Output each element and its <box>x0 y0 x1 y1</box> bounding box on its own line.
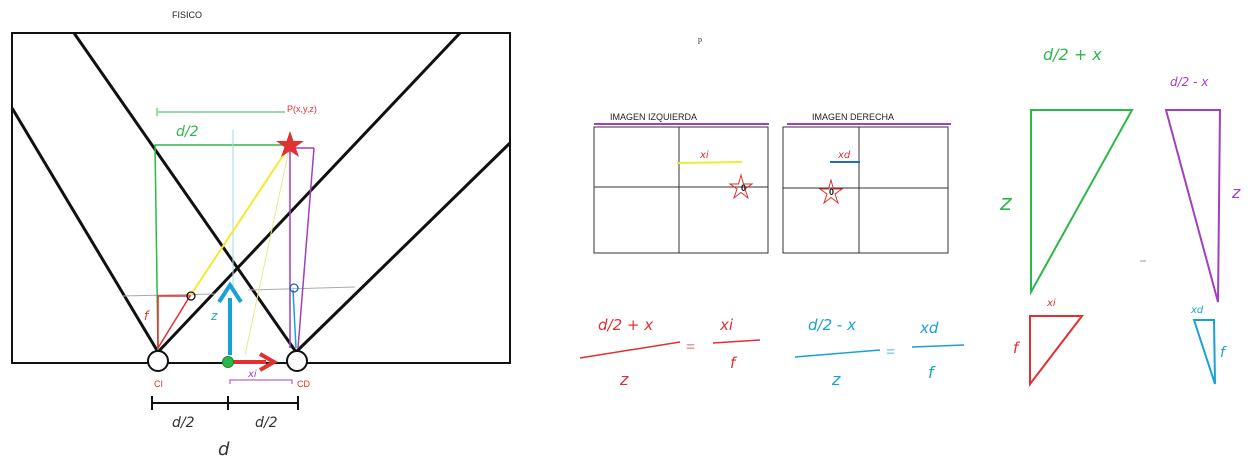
yellow-ray <box>189 144 291 297</box>
left-image-frame <box>593 126 769 254</box>
right-camera <box>286 350 308 372</box>
purple-triangle-top-label: d/2 - x <box>1170 75 1209 89</box>
half-base-left-label: d/2 <box>172 415 195 431</box>
physical-scene: FISICO d/2 f P(x,y,z) <box>10 10 512 460</box>
green-triangle <box>1030 109 1134 296</box>
red-focal-triangle <box>157 295 192 349</box>
right-eq-denominator: z <box>831 370 841 389</box>
left-image-point <box>186 291 196 301</box>
z-axis-arrowhead-icon <box>217 281 243 304</box>
purple-triangle-side-label: z <box>1231 183 1241 202</box>
origin-point <box>222 356 234 368</box>
purple-triangle <box>1164 109 1222 303</box>
base-label: d <box>218 439 230 460</box>
left-eq-rhs-numerator: xi <box>719 316 734 334</box>
left-camera-fov-right <box>156 31 462 354</box>
right-image-title: IMAGEN DERECHA <box>812 112 894 122</box>
left-image-star-icon <box>728 173 754 200</box>
blue-triangle-side-label: f <box>1220 345 1227 361</box>
left-eq-rhs-bar <box>712 339 761 344</box>
red-triangle-side-label: f <box>1013 339 1021 357</box>
purple-diagonal <box>297 147 315 349</box>
right-image-plane <box>247 286 356 291</box>
right-eq-fraction-bar <box>794 349 881 358</box>
left-image-xi-segment <box>676 161 743 164</box>
scene-title: FISICO <box>172 10 202 20</box>
pale-yellow-helper <box>244 144 291 356</box>
right-image-frame <box>782 126 949 254</box>
left-image-plane <box>122 293 216 297</box>
left-eq-denominator: z <box>619 370 629 389</box>
right-eq-numerator: d/2 - x <box>808 316 856 334</box>
left-camera-label: CI <box>154 379 163 389</box>
left-eq-fraction-bar <box>579 341 681 359</box>
right-eq-rhs-numerator: xd <box>919 319 939 337</box>
red-triangle <box>1029 315 1085 387</box>
right-image-xd-label: xd <box>837 150 851 161</box>
left-camera-fov-left <box>10 107 160 353</box>
camera-images: p IMAGEN IZQUIERDA xi 0 IMAGEN DERECHA x… <box>593 35 951 254</box>
blue-focal-line <box>292 289 297 349</box>
similar-triangles: d/2 + x z d/2 - x z xi f xd f <box>999 45 1241 387</box>
right-eq-rhs-bar <box>911 344 965 348</box>
stray-mark: p <box>698 35 702 44</box>
green-distance-outline <box>154 144 290 353</box>
right-camera-fov-left <box>72 32 298 353</box>
right-image-point <box>289 283 299 293</box>
left-eq-rhs-denominator: f <box>730 354 738 372</box>
x-axis-arrowhead-icon <box>259 352 279 372</box>
point-label: P(x,y,z) <box>287 104 317 114</box>
red-f-label: f <box>144 309 150 323</box>
right-image-origin: 0 <box>829 187 834 197</box>
left-eq-equals: = <box>686 339 695 356</box>
right-eq-rhs-denominator: f <box>928 363 936 382</box>
z-axis-label: z <box>210 309 218 323</box>
green-triangle-top-label: d/2 + x <box>1043 45 1102 64</box>
right-image-star-icon <box>818 178 844 205</box>
right-eq-equals: = <box>886 344 895 361</box>
left-image-origin: 0 <box>741 183 746 193</box>
target-point-star-icon <box>276 131 304 157</box>
half-base-right-label: d/2 <box>255 415 278 431</box>
green-triangle-side-label: z <box>999 191 1012 216</box>
left-camera <box>147 350 169 372</box>
right-camera-label: CD <box>297 379 310 389</box>
right-camera-fov-right <box>294 141 512 354</box>
green-d-over-2-label: d/2 <box>176 124 199 140</box>
left-image-xi-label: xi <box>699 150 709 161</box>
x-bracket <box>229 379 293 384</box>
blue-triangle <box>1192 319 1216 385</box>
scene-frame <box>11 32 511 364</box>
left-image-title: IMAGEN IZQUIERDA <box>610 112 697 122</box>
left-eq-numerator: d/2 + x <box>598 316 653 334</box>
x-bracket-label: xi <box>247 369 257 380</box>
red-triangle-top-label: xi <box>1046 298 1056 309</box>
blue-triangle-top-label: xd <box>1190 305 1204 316</box>
equations: d/2 + x z = xi f d/2 - x z = xd f <box>579 316 965 389</box>
